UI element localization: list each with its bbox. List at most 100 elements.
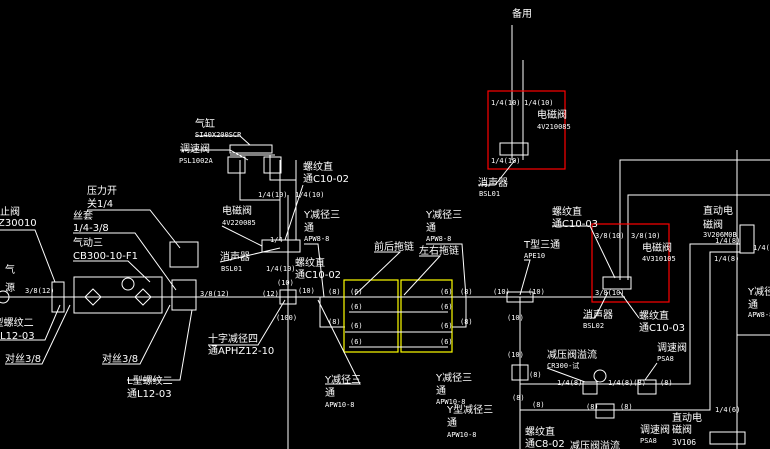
tee-symbol [506,291,534,381]
port-label: 1/4(8) [753,244,770,252]
gauge-symbol [121,277,135,291]
highlight-box-spare-valve [487,90,566,170]
solenoid-valve-symbol [602,276,632,290]
port-label: 3/8(12) [200,290,230,298]
port-label: (6) [350,303,363,311]
solenoid-valve-label: 电磁阀 [642,241,672,254]
port-label: (8) [532,401,545,409]
fitting-label: 通C8-02 [525,438,565,449]
port-label: 3/8(10) [631,232,661,240]
model-label: L12-03 [0,331,35,342]
port-label: (8) [328,288,341,296]
fitting-label: 通C10-03 [639,322,685,334]
direct-valve-label: 直动电 [672,411,702,424]
pressure-switch-label: 关1/4 [87,197,113,210]
labels: 备用 1/4(10) 1/4(10) 电磁阀 4V210085 1/4(10) … [0,7,770,449]
port-label: 3/8(10) [595,232,625,240]
port-label: 1/4(8) [557,379,582,387]
model-label: APW8-8 [748,311,770,319]
model-label: APW10-8 [325,401,355,409]
port-label: 1/4(6) [715,406,740,414]
shutoff-valve-symbol [51,281,65,313]
highlight-box-main-valve [591,223,670,303]
speed-valve-label: 调速阀 [657,341,687,354]
regulator-label: 减压阀溢流 [547,348,597,361]
port-label: (8) [460,288,473,296]
port-label: 1/4(10) [491,157,521,165]
cylinder-symbol [229,144,273,154]
fitting-label: 螺纹直 [295,256,325,269]
port-label: 1/4(10) [491,99,521,107]
model-label: 4V310105 [642,255,676,263]
model-label: 4V210085 [537,123,571,131]
leader-lines [0,135,658,385]
port-label: (10) [528,288,545,296]
port-label: (6) [440,303,453,311]
port-label: (8) [328,318,341,326]
model-label: CR300-试 [547,361,579,370]
port-label: (8) [460,318,473,326]
direct-valve-symbol [709,431,746,445]
reducing-tee-label: 通 [436,385,446,397]
gauge-symbol [593,369,607,383]
reducing-tee-label: Y减径三 [425,208,462,221]
port-label: 1/4(8) [714,255,739,263]
model-label: APE10 [524,252,545,260]
model-label: 3V106 [672,438,696,447]
reducing-tee-label: 通 [426,222,436,234]
model-label: PSA8 [640,437,657,445]
reducing-tee-label: 通 [325,387,335,399]
model-label: BSL01 [479,190,500,198]
port-label: 1/4 [270,236,283,244]
port-label: (12) [262,290,279,298]
cross-fitting-symbol [279,289,297,305]
muffler-label: 消声器 [583,308,613,321]
fitting-label: 螺纹直 [525,425,555,438]
drag-chain-label: 左右拖链 [419,244,459,257]
reducing-tee-label: 通 [748,299,758,311]
speed-valve-symbol [595,403,615,419]
sleeve-label: 丝套 [73,209,93,222]
port-label: (8) [512,394,525,402]
fitting-label: 通C10-02 [295,269,341,281]
port-label: 1/4(8)(8) [608,379,646,387]
port-label: (10) [277,279,294,287]
regulator-label: 减压阀溢流 [570,439,620,449]
cylinder-label: 气缸 [195,117,215,130]
port-label: (10) [507,351,524,359]
port-label: (6) [350,288,363,296]
direct-valve-label: 磁阀 [703,218,723,231]
frl-unit-label: 气动三 [73,236,103,249]
model-label: SI40X200SCR [195,131,242,139]
cross-fitting-label: 十字减径四 [208,332,258,345]
elbow-label: L型螺纹二 [127,374,173,387]
port-label: (6) [350,322,363,330]
model-label: PSL1002A [179,157,214,165]
sleeve-label: 1/4-3/8 [73,223,109,234]
model-label: BSL02 [583,322,604,330]
port-label: (8) [529,371,542,379]
port-label: 1/4(10) [295,191,325,199]
port-label: (8) [586,403,599,411]
regulator-symbol [582,381,598,395]
model-label: Z30010 [0,218,37,229]
nipple-label: 对丝3/8 [5,352,41,365]
solenoid-valve-label: 电磁阀 [222,204,252,217]
speed-valve-label: 调速阀 [180,142,210,155]
reducing-tee-label: Y减径三 [747,285,770,298]
reducing-tee-label: Y减径三 [324,373,361,386]
speed-valve-symbol [227,156,246,174]
nipple-label: 对丝3/8 [102,352,138,365]
model-label: PSA8 [657,355,674,363]
speed-valve-symbol [637,379,657,395]
filter-symbol [84,288,152,306]
frl-unit-symbol [73,276,163,314]
port-label: 1/4(10) [266,265,296,273]
fitting-symbol [171,279,197,311]
port-label: 3/8(10) [595,289,625,297]
source-label: 源 [5,281,15,294]
fitting-label: 螺纹直 [552,205,582,218]
solenoid-valve-label: 电磁阀 [537,108,567,121]
